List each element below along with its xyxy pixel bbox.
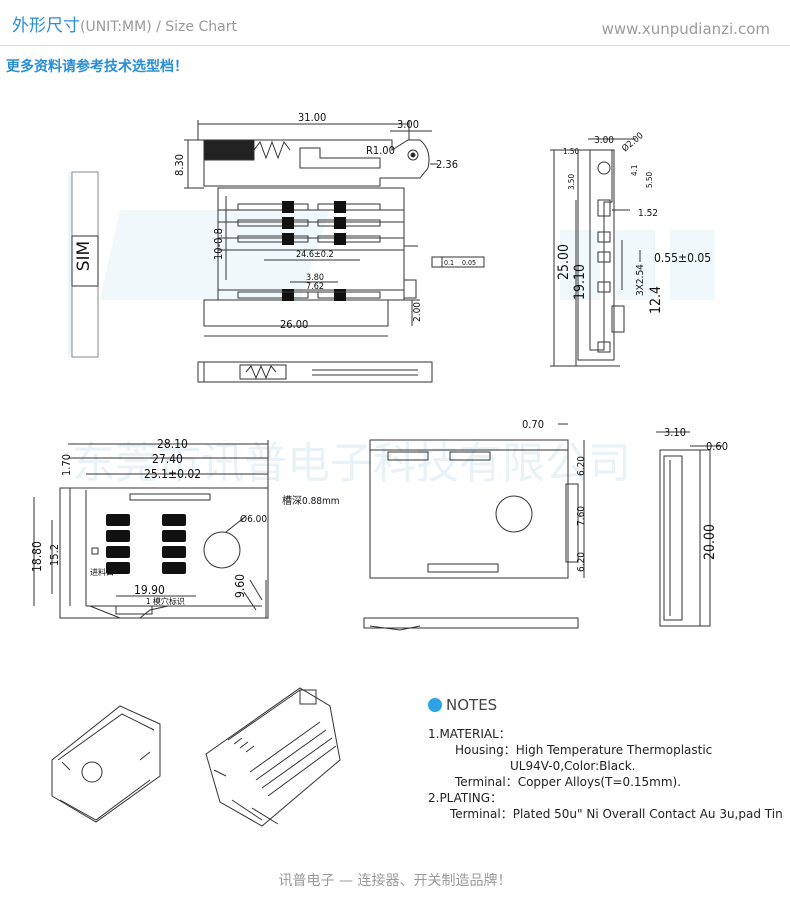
sim-label: SIM xyxy=(74,241,94,271)
dim-side-1-5: 1.50 xyxy=(563,147,579,156)
end-view-dims: 3.10 0.60 20.00 xyxy=(664,426,728,560)
dim-pitch: 10-0.8 xyxy=(212,228,225,260)
title-unit: (UNIT:MM) / Size Chart xyxy=(80,19,237,35)
dim-6-2b: 6.20 xyxy=(576,552,587,572)
dim-9-6: 9.60 xyxy=(233,574,247,598)
pcb-dims: 28.10 27.40 25.1±0.02 1.70 18.80 15.2 槽深… xyxy=(30,437,340,606)
dim-19-9: 19.90 xyxy=(134,583,165,597)
notes-heading-text: NOTES xyxy=(446,696,498,714)
dim-side-0-55: 0.55±0.05 xyxy=(654,251,711,265)
sim-card-view: SIM xyxy=(71,171,99,358)
side-view xyxy=(550,138,641,367)
end-view xyxy=(656,431,722,627)
watermark: 东莞市讯普电子科技有限公司 xyxy=(68,172,715,489)
dim-side-3x2-54: 3X2.54 xyxy=(635,264,646,296)
note-terminal: Terminal：Copper Alloys(T=0.15mm). xyxy=(455,775,682,789)
dim-7-62: 7.62 xyxy=(306,282,324,292)
note-plating: 2.PLATING： xyxy=(428,791,503,805)
dim-18-8: 18.80 xyxy=(30,541,44,572)
dim-3-top: 3.00 xyxy=(397,118,419,131)
dim-3-80: 3.80 xyxy=(306,273,324,283)
dim-groove: 槽深0.88mm xyxy=(282,494,340,507)
website-url[interactable]: www.xunpudianzi.com xyxy=(601,20,770,38)
dim-side-5-5: 5.50 xyxy=(645,172,654,188)
front-view xyxy=(197,361,433,383)
dim-side-4-1: 4.1 xyxy=(630,165,639,176)
dim-31: 31.00 xyxy=(298,111,326,124)
dim-2-00: 2.00 xyxy=(412,302,423,322)
notes-bullet-icon xyxy=(428,698,442,712)
dim-0-6: 0.60 xyxy=(706,440,728,453)
bottom-view xyxy=(363,423,585,631)
dim-2-36: 2.36 xyxy=(436,158,458,171)
dim-24-6: 24.6±0.2 xyxy=(296,250,334,260)
dim-0-7: 0.70 xyxy=(522,418,544,431)
dim-8-30: 8.30 xyxy=(173,154,186,176)
notes-panel: NOTES 1.MATERIAL： Housing：High Temperatu… xyxy=(428,696,788,822)
dim-flatness: 0.1 xyxy=(444,259,454,267)
dim-side-19-1: 19.10 xyxy=(572,264,588,300)
pcb-layout xyxy=(33,440,269,619)
page-header: 外形尺寸(UNIT:MM) / Size Chart www.xunpudian… xyxy=(0,0,790,46)
feed-inlet-label: 进料口 xyxy=(90,567,114,577)
bottom-view-dims: 0.70 6.20 7.60 6.20 xyxy=(522,418,587,572)
watermark-text: 东莞市讯普电子科技有限公司 xyxy=(72,439,631,489)
dim-27-4: 27.40 xyxy=(152,452,183,466)
dim-20: 20.00 xyxy=(702,524,718,560)
dim-6-2a: 6.20 xyxy=(576,456,587,476)
iso-view-connector xyxy=(205,687,341,827)
top-view-dims: 31.00 3.00 8.30 R1.00 2.36 10-0.8 24.6±0… xyxy=(173,111,476,331)
dim-side-3: 3.00 xyxy=(594,135,614,146)
dim-side-25: 25.00 xyxy=(556,244,572,280)
footer-slogan: 讯普电子 — 连接器、开关制造品牌！ xyxy=(278,873,512,889)
dim-3-1: 3.10 xyxy=(664,426,686,439)
dim-side-dia2: Ø2.00 xyxy=(620,130,646,154)
dim-side-3-5: 3.50 xyxy=(567,174,576,190)
title-text: 外形尺寸 xyxy=(12,16,80,36)
dim-28-1: 28.10 xyxy=(157,437,188,451)
dim-15-2: 15.2 xyxy=(48,544,61,566)
dim-1-7: 1.70 xyxy=(60,454,73,476)
dim-7-6: 7.60 xyxy=(576,506,587,526)
note-plating-terminal: Terminal：Plated 50u" Ni Overall Contact … xyxy=(450,807,783,821)
notes-heading: NOTES xyxy=(428,696,788,714)
note-housing: Housing：High Temperature Thermoplastic xyxy=(455,743,713,757)
dim-side-12-4: 12.4 xyxy=(648,286,664,314)
dim-r1: R1.00 xyxy=(366,144,395,157)
header-divider xyxy=(0,45,790,46)
iso-view-shell xyxy=(51,705,161,823)
note-housing-grade: UL94V-0,Color:Black. xyxy=(510,759,636,773)
page-title: 外形尺寸(UNIT:MM) / Size Chart xyxy=(12,11,237,36)
note-material: 1.MATERIAL： xyxy=(428,727,511,741)
cavity-mark-label: 1 模穴标识 xyxy=(146,596,185,606)
dim-dia6: Ø6.00 xyxy=(240,513,267,525)
top-view xyxy=(184,120,485,337)
dim-side-1-52: 1.52 xyxy=(638,208,658,219)
dim-26: 26.00 xyxy=(280,318,308,331)
dim-25-1: 25.1±0.02 xyxy=(144,467,201,481)
reference-note: 更多资料请参考技术选型档！ xyxy=(6,59,188,75)
dim-flatness-2: 0.05 xyxy=(462,259,476,267)
